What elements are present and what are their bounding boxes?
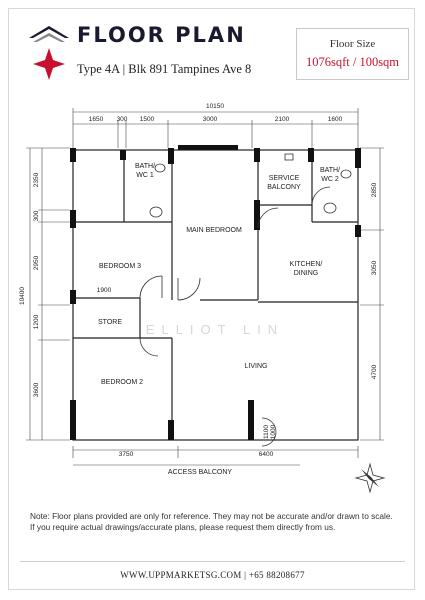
dim-left-4: 1200 bbox=[33, 314, 40, 329]
dim-top-6: 1600 bbox=[328, 116, 343, 123]
dim-top-1: 1650 bbox=[89, 116, 104, 123]
floor-size-value: 1076sqft / 100sqm bbox=[305, 55, 400, 69]
dim-bottom-1: 3750 bbox=[119, 451, 134, 458]
unit-subtitle: Type 4A | Blk 891 Tampines Ave 8 bbox=[77, 62, 252, 76]
dim-right-1: 2850 bbox=[371, 182, 378, 197]
dim-left-total: 10400 bbox=[19, 287, 26, 305]
room-bath2: BATH/ bbox=[320, 167, 340, 174]
dim-left-1: 2350 bbox=[33, 172, 40, 187]
dim-inner-3: 1000 bbox=[270, 424, 277, 439]
dim-left-3: 2950 bbox=[33, 255, 40, 270]
dim-right-2: 3050 bbox=[371, 260, 378, 275]
dim-inner-1: 1900 bbox=[97, 287, 112, 294]
room-bedroom3: BEDROOM 3 bbox=[99, 263, 141, 270]
dim-top-5: 2100 bbox=[275, 116, 290, 123]
dim-left-2: 300 bbox=[33, 210, 40, 221]
dim-bottom-2: 6400 bbox=[259, 451, 274, 458]
page-border bbox=[8, 8, 415, 590]
room-access-balcony: ACCESS BALCONY bbox=[168, 469, 233, 476]
room-service-b: BALCONY bbox=[267, 184, 301, 191]
room-main-bedroom: MAIN BEDROOM bbox=[186, 227, 242, 234]
floor-size-box: Floor Size 1076sqft / 100sqm bbox=[296, 28, 409, 80]
dim-top-3: 1500 bbox=[140, 116, 155, 123]
room-service: SERVICE bbox=[269, 175, 300, 182]
room-kitchen-b: DINING bbox=[294, 270, 319, 277]
dim-top-total: 10150 bbox=[206, 103, 224, 110]
dim-right-3: 4700 bbox=[371, 364, 378, 379]
dim-top-4: 3000 bbox=[203, 116, 218, 123]
room-kitchen: KITCHEN/ bbox=[290, 261, 323, 268]
dim-top-2: 300 bbox=[117, 116, 128, 123]
logo-diamond-icon bbox=[29, 26, 69, 80]
dim-left-5: 3600 bbox=[33, 382, 40, 397]
room-bath1: BATH/ bbox=[135, 163, 155, 170]
disclaimer-note: Note: Floor plans provided are only for … bbox=[30, 511, 393, 532]
room-store: STORE bbox=[98, 319, 122, 326]
footer-divider bbox=[20, 561, 405, 562]
page-title: FLOOR PLAN bbox=[77, 23, 246, 47]
footer-contact: WWW.UPPMARKETSG.COM | +65 88208677 bbox=[120, 570, 305, 580]
compass-icon: N bbox=[354, 462, 386, 494]
room-bath2-b: WC 2 bbox=[321, 176, 339, 183]
room-living: LIVING bbox=[245, 363, 268, 370]
room-bedroom2: BEDROOM 2 bbox=[101, 379, 143, 386]
floor-size-label: Floor Size bbox=[329, 38, 376, 50]
compass-north-label: N bbox=[368, 482, 372, 488]
room-bath1-b: WC 1 bbox=[136, 172, 154, 179]
dim-inner-2: 1100 bbox=[263, 425, 270, 439]
watermark: ELLIOT LIN bbox=[146, 322, 284, 337]
